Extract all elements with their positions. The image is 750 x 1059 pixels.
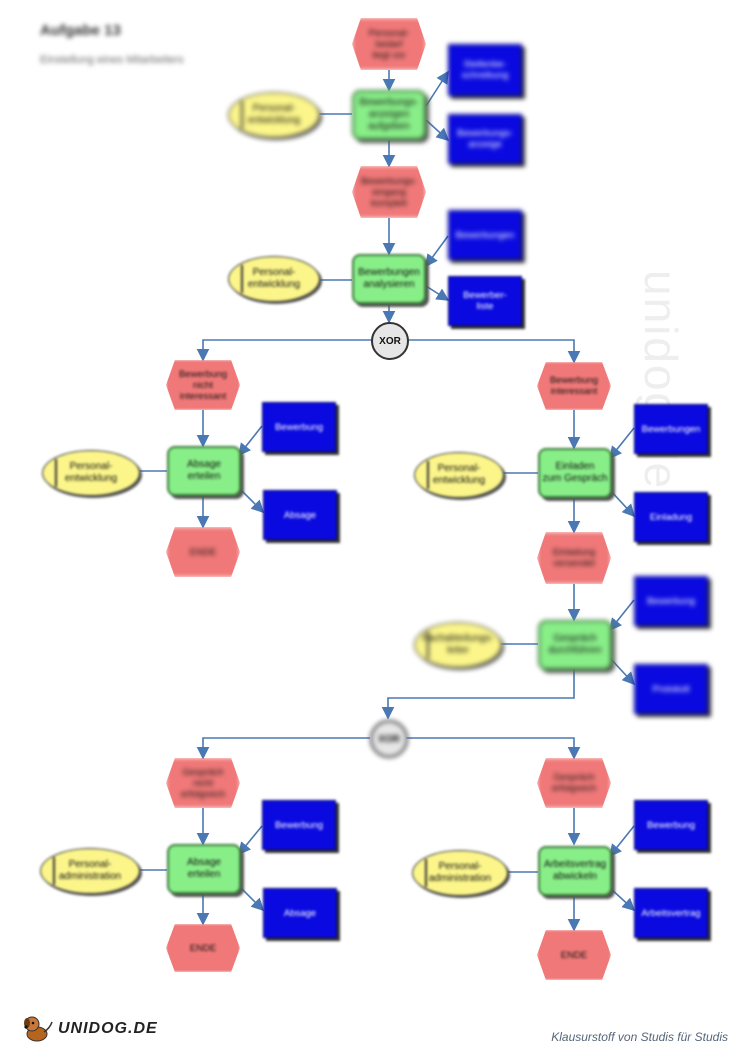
xor-connector-1: XOR: [371, 322, 409, 360]
event-ende-3: ENDE: [537, 930, 611, 980]
document-bewerbung-left-3: Bewerbung: [262, 800, 336, 850]
document-bewerberliste: Bewerber-liste: [448, 276, 522, 326]
footer-tagline: Klausurstoff von Studis für Studis: [551, 1030, 728, 1044]
page-title: Aufgabe 13: [40, 22, 121, 39]
org-personalentwicklung-4: Personal-entwicklung: [414, 452, 504, 498]
org-personalentwicklung-1: Personal-entwicklung: [228, 92, 320, 138]
logo-text: UNIDOG.DE: [58, 1020, 158, 1037]
document-bewerbungen-1: Bewerbungen: [448, 210, 522, 260]
page-subtitle: Einstellung eines Mitarbeiters: [40, 54, 184, 66]
org-personaladministration-1: Personal-administration: [40, 848, 140, 894]
document-absage-1: Absage: [263, 490, 337, 540]
document-einladung: Einladung: [634, 492, 708, 542]
document-bewerbungsanzeige: Bewerbungs-anzeige: [448, 114, 522, 164]
document-bewerbungen-right: Bewerbungen: [634, 404, 708, 454]
event-ende-2: ENDE: [166, 924, 240, 972]
unidog-logo[interactable]: UNIDOG.DE: [20, 1014, 158, 1044]
document-protokoll: Protokoll: [634, 664, 708, 714]
document-bewerbung-right-2: Bewerbung: [634, 576, 708, 626]
document-bewerbung-right-3: Bewerbung: [634, 800, 708, 850]
org-personaladministration-2: Personal-administration: [412, 850, 508, 896]
dog-mascot-icon: [24, 1016, 53, 1042]
document-absage-2: Absage: [263, 888, 337, 938]
org-personalentwicklung-2: Personal-entwicklung: [228, 256, 320, 302]
event-ende-1: ENDE: [166, 527, 240, 577]
org-fachabteilungsleiter: Fachabteilungs-leiter: [414, 622, 502, 668]
document-stellenbeschreibung: Stellenbe-schreibung: [448, 44, 522, 96]
xor-connector-2: XOR: [370, 720, 408, 758]
org-personalentwicklung-3: Personal-entwicklung: [42, 450, 140, 496]
document-bewerbung-left: Bewerbung: [262, 402, 336, 452]
document-arbeitsvertrag: Arbeitsvertrag: [634, 888, 708, 938]
